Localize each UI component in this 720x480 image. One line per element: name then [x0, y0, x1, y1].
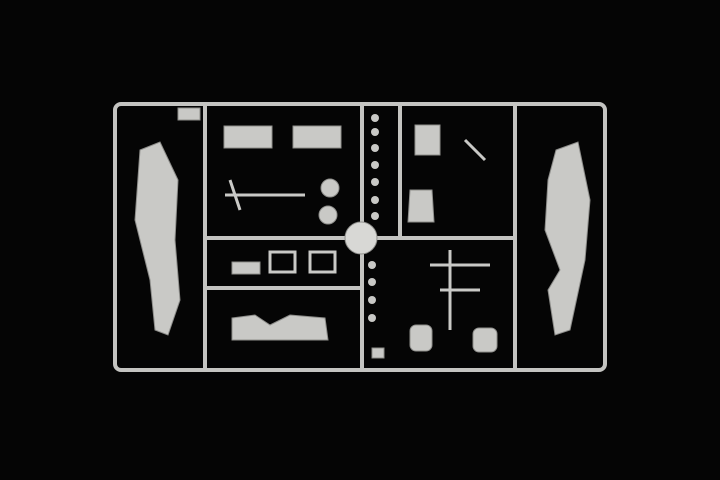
small-parts-column: [368, 114, 379, 322]
part-seat: [414, 124, 441, 156]
part-frames: [268, 250, 337, 274]
part-panel-2: [292, 125, 342, 149]
parts: [134, 107, 591, 359]
part-small-1: [231, 261, 261, 275]
right-fuselage-panel: [544, 141, 591, 336]
part-pleated: [407, 189, 435, 223]
part-panel-1: [223, 125, 273, 149]
part-disc-2: [318, 205, 338, 225]
part-floor: [231, 314, 329, 341]
part-wheel-1: [409, 324, 433, 352]
part-wheel-2: [472, 327, 498, 353]
part-disc-1: [320, 178, 340, 198]
sprue-tag: [177, 107, 201, 121]
part-small-2: [371, 347, 385, 359]
left-fuselage-panel: [134, 141, 181, 336]
part-rods: [225, 138, 490, 330]
sprue-hub: [344, 221, 378, 255]
sprue-frame: [113, 102, 607, 372]
